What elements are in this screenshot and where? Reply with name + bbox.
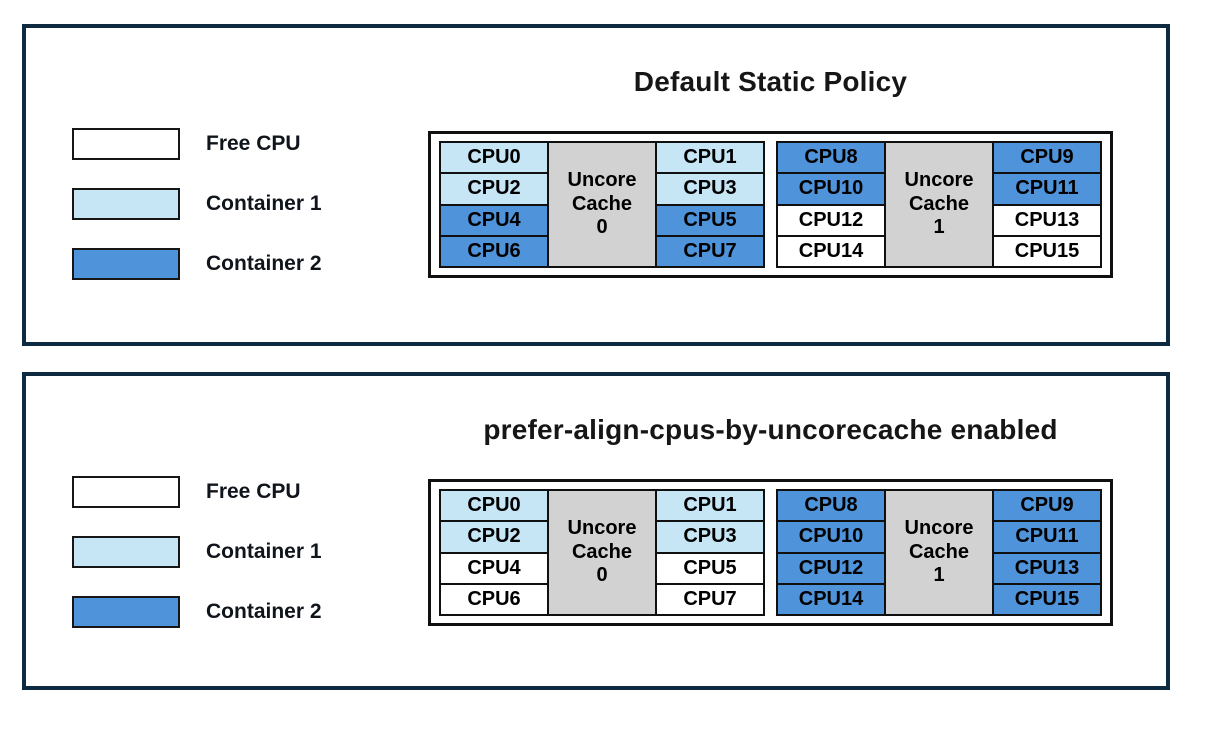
legend-label: Free CPU bbox=[206, 480, 301, 503]
cell-cpu7: CPU7 bbox=[657, 236, 763, 266]
legend-swatch-container2 bbox=[72, 248, 180, 280]
uncore-cache-label-line: 1 bbox=[933, 564, 945, 587]
panel-prefer-align-cpus-by-uncorecache-enabled: prefer-align-cpus-by-uncorecache enabled… bbox=[22, 372, 1170, 690]
cell-cpu0: CPU0 bbox=[441, 143, 547, 173]
uncore-cache-label-line: Cache bbox=[571, 540, 633, 563]
cell-cpu15: CPU15 bbox=[994, 584, 1100, 614]
cell-cpu5: CPU5 bbox=[657, 553, 763, 583]
legend-item-free-cpu: Free CPU bbox=[72, 128, 322, 160]
panel-default-static-policy: Default Static Policy Free CPU Container … bbox=[22, 24, 1170, 346]
legend-swatch-free bbox=[72, 476, 180, 508]
cell-cpu1: CPU1 bbox=[657, 491, 763, 521]
cell-cpu11: CPU11 bbox=[994, 522, 1100, 552]
uncore-cache-label-line: 0 bbox=[596, 564, 608, 587]
cell-cpu8: CPU8 bbox=[778, 143, 884, 173]
cell-cpu9: CPU9 bbox=[994, 491, 1100, 521]
cell-cpu2: CPU2 bbox=[441, 174, 547, 204]
uncore-cache-label-line: Cache bbox=[908, 540, 970, 563]
cell-cpu6: CPU6 bbox=[441, 236, 547, 266]
uncore-cache-label-line: Uncore bbox=[904, 517, 974, 540]
cell-cpu4: CPU4 bbox=[441, 553, 547, 583]
cell-cpu13: CPU13 bbox=[994, 553, 1100, 583]
legend: Free CPU Container 1 Container 2 bbox=[72, 476, 322, 656]
uncore-cache-label-line: 0 bbox=[596, 216, 608, 239]
legend-item-container-1: Container 1 bbox=[72, 536, 322, 568]
uncore-cache-label-line: Cache bbox=[908, 192, 970, 215]
cell-cpu4: CPU4 bbox=[441, 205, 547, 235]
legend-swatch-free bbox=[72, 128, 180, 160]
panel-title: prefer-align-cpus-by-uncorecache enabled bbox=[483, 414, 1058, 445]
cell-cpu12: CPU12 bbox=[778, 205, 884, 235]
uncore-cache-label-line: Uncore bbox=[904, 169, 974, 192]
cell-cpu6: CPU6 bbox=[441, 584, 547, 614]
legend-label: Free CPU bbox=[206, 132, 301, 155]
legend-label: Container 2 bbox=[206, 252, 322, 275]
cell-cpu15: CPU15 bbox=[994, 236, 1100, 266]
cell-cpu9: CPU9 bbox=[994, 143, 1100, 173]
cell-cpu14: CPU14 bbox=[778, 584, 884, 614]
legend-label: Container 1 bbox=[206, 540, 322, 563]
legend: Free CPU Container 1 Container 2 bbox=[72, 128, 322, 308]
cell-cpu12: CPU12 bbox=[778, 553, 884, 583]
cell-cpu8: CPU8 bbox=[778, 491, 884, 521]
cell-cpu5: CPU5 bbox=[657, 205, 763, 235]
cell-cpu10: CPU10 bbox=[778, 522, 884, 552]
cell-cpu0: CPU0 bbox=[441, 491, 547, 521]
cell-cpu3: CPU3 bbox=[657, 174, 763, 204]
legend-swatch-container1 bbox=[72, 536, 180, 568]
cell-cpu14: CPU14 bbox=[778, 236, 884, 266]
legend-label: Container 1 bbox=[206, 192, 322, 215]
cell-cpu10: CPU10 bbox=[778, 174, 884, 204]
uncore-cache-label-line: 1 bbox=[933, 216, 945, 239]
legend-swatch-container1 bbox=[72, 188, 180, 220]
cell-cpu1: CPU1 bbox=[657, 143, 763, 173]
uncore-cache-label-line: Uncore bbox=[567, 517, 637, 540]
cell-cpu7: CPU7 bbox=[657, 584, 763, 614]
legend-item-container-1: Container 1 bbox=[72, 188, 322, 220]
cell-cpu3: CPU3 bbox=[657, 522, 763, 552]
legend-item-container-2: Container 2 bbox=[72, 596, 322, 628]
cell-cpu13: CPU13 bbox=[994, 205, 1100, 235]
uncore-cache-label-line: Cache bbox=[571, 192, 633, 215]
cell-cpu11: CPU11 bbox=[994, 174, 1100, 204]
panel-title: Default Static Policy bbox=[633, 66, 908, 97]
uncore-cache-label-line: Uncore bbox=[567, 169, 637, 192]
legend-label: Container 2 bbox=[206, 600, 322, 623]
legend-swatch-container2 bbox=[72, 596, 180, 628]
cell-cpu2: CPU2 bbox=[441, 522, 547, 552]
legend-item-container-2: Container 2 bbox=[72, 248, 322, 280]
legend-item-free-cpu: Free CPU bbox=[72, 476, 322, 508]
